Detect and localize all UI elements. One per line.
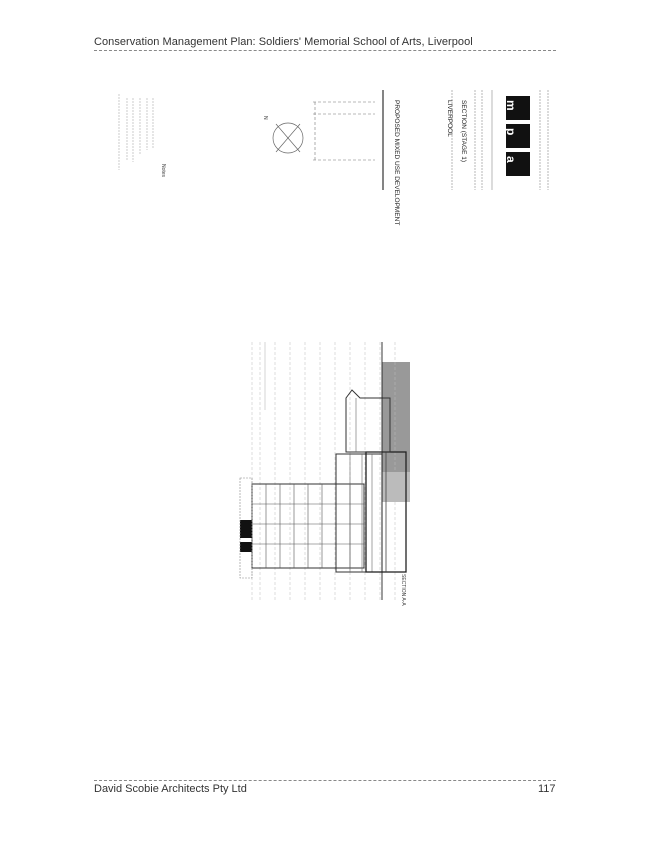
podium-outline — [335, 453, 383, 573]
north-label: N — [262, 116, 268, 120]
notes-heading: Notes — [160, 164, 166, 178]
logo-p-square — [506, 124, 530, 148]
scale-bar — [313, 101, 375, 161]
section-label: SECTION A-A — [400, 574, 406, 606]
logo-letter-p: p — [504, 128, 518, 136]
header-title: Conservation Management Plan: Soldiers' … — [94, 36, 473, 48]
footer-company: David Scobie Architects Pty Ltd — [94, 783, 247, 795]
footer-divider — [94, 780, 556, 781]
roof-plant-2 — [240, 542, 252, 552]
project-title: PROPOSED MIXED USE DEVELOPMENT — [393, 100, 400, 226]
building-section — [239, 342, 410, 600]
north-point — [272, 122, 304, 154]
logo-m-square — [506, 96, 530, 120]
ground-hatch-lower — [382, 472, 410, 502]
ground-hatch — [382, 362, 410, 472]
header-divider — [94, 50, 556, 51]
title-block — [382, 90, 549, 190]
hall-building — [345, 389, 391, 453]
roof-plant-1 — [240, 520, 252, 538]
page-number: 117 — [538, 783, 556, 795]
notes-block — [118, 94, 154, 170]
section-drawing-svg — [118, 90, 549, 600]
logo-letter-m: m — [504, 100, 518, 111]
logo-letter-a: a — [504, 156, 518, 163]
architectural-drawing: Notes N PROPOSED MIXED USE DEVELOPMENT L… — [100, 80, 560, 645]
drawing-title: SECTION (STAGE 1) — [460, 100, 467, 162]
logo-a-square — [506, 152, 530, 176]
project-location: LIVERPOOL — [446, 100, 453, 137]
